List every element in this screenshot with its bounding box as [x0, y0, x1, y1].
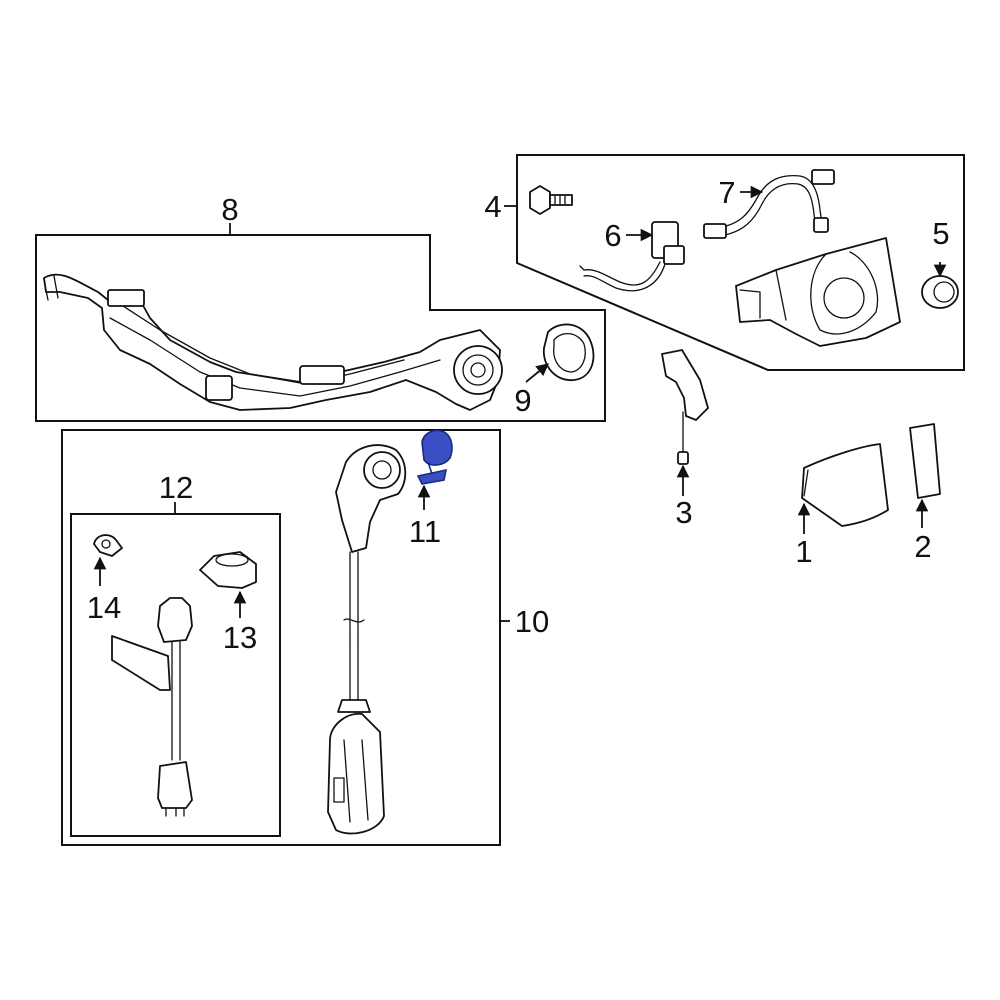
callout-8: 8	[221, 192, 238, 227]
grommet-part	[921, 275, 959, 309]
trim-strip-part	[909, 423, 941, 499]
wire-harness-part	[703, 169, 835, 239]
seal-ring-part	[543, 323, 595, 381]
callout-4: 4	[484, 189, 501, 224]
charge-door-part	[801, 443, 889, 527]
callout-10: 10	[515, 604, 549, 639]
holder-part	[199, 551, 257, 589]
callout-1: 1	[795, 534, 812, 569]
sensor-bracket-part	[661, 349, 709, 465]
callout-labels: 8 4 7 6 5 9 3 1 2 11 10 12 14 13	[87, 175, 950, 655]
cap-part-highlighted	[416, 429, 453, 485]
callout-7: 7	[718, 175, 735, 210]
callout-5: 5	[932, 216, 949, 251]
callout-2: 2	[914, 529, 931, 564]
charging-harness-part	[43, 273, 503, 411]
callout-6: 6	[604, 218, 621, 253]
charge-port-housing-part	[735, 237, 901, 347]
charging-cable-part	[327, 444, 407, 835]
callout-12: 12	[159, 470, 193, 505]
lock-actuator-part	[579, 221, 685, 292]
bolt-part	[529, 185, 573, 215]
callout-3: 3	[675, 495, 692, 530]
callout-14: 14	[87, 590, 121, 625]
callout-13: 13	[223, 620, 257, 655]
clip-part	[93, 534, 123, 557]
callout-9: 9	[514, 383, 531, 418]
leader-lines	[93, 185, 947, 622]
adapter-cable-part	[111, 597, 193, 817]
callout-11: 11	[409, 514, 441, 549]
